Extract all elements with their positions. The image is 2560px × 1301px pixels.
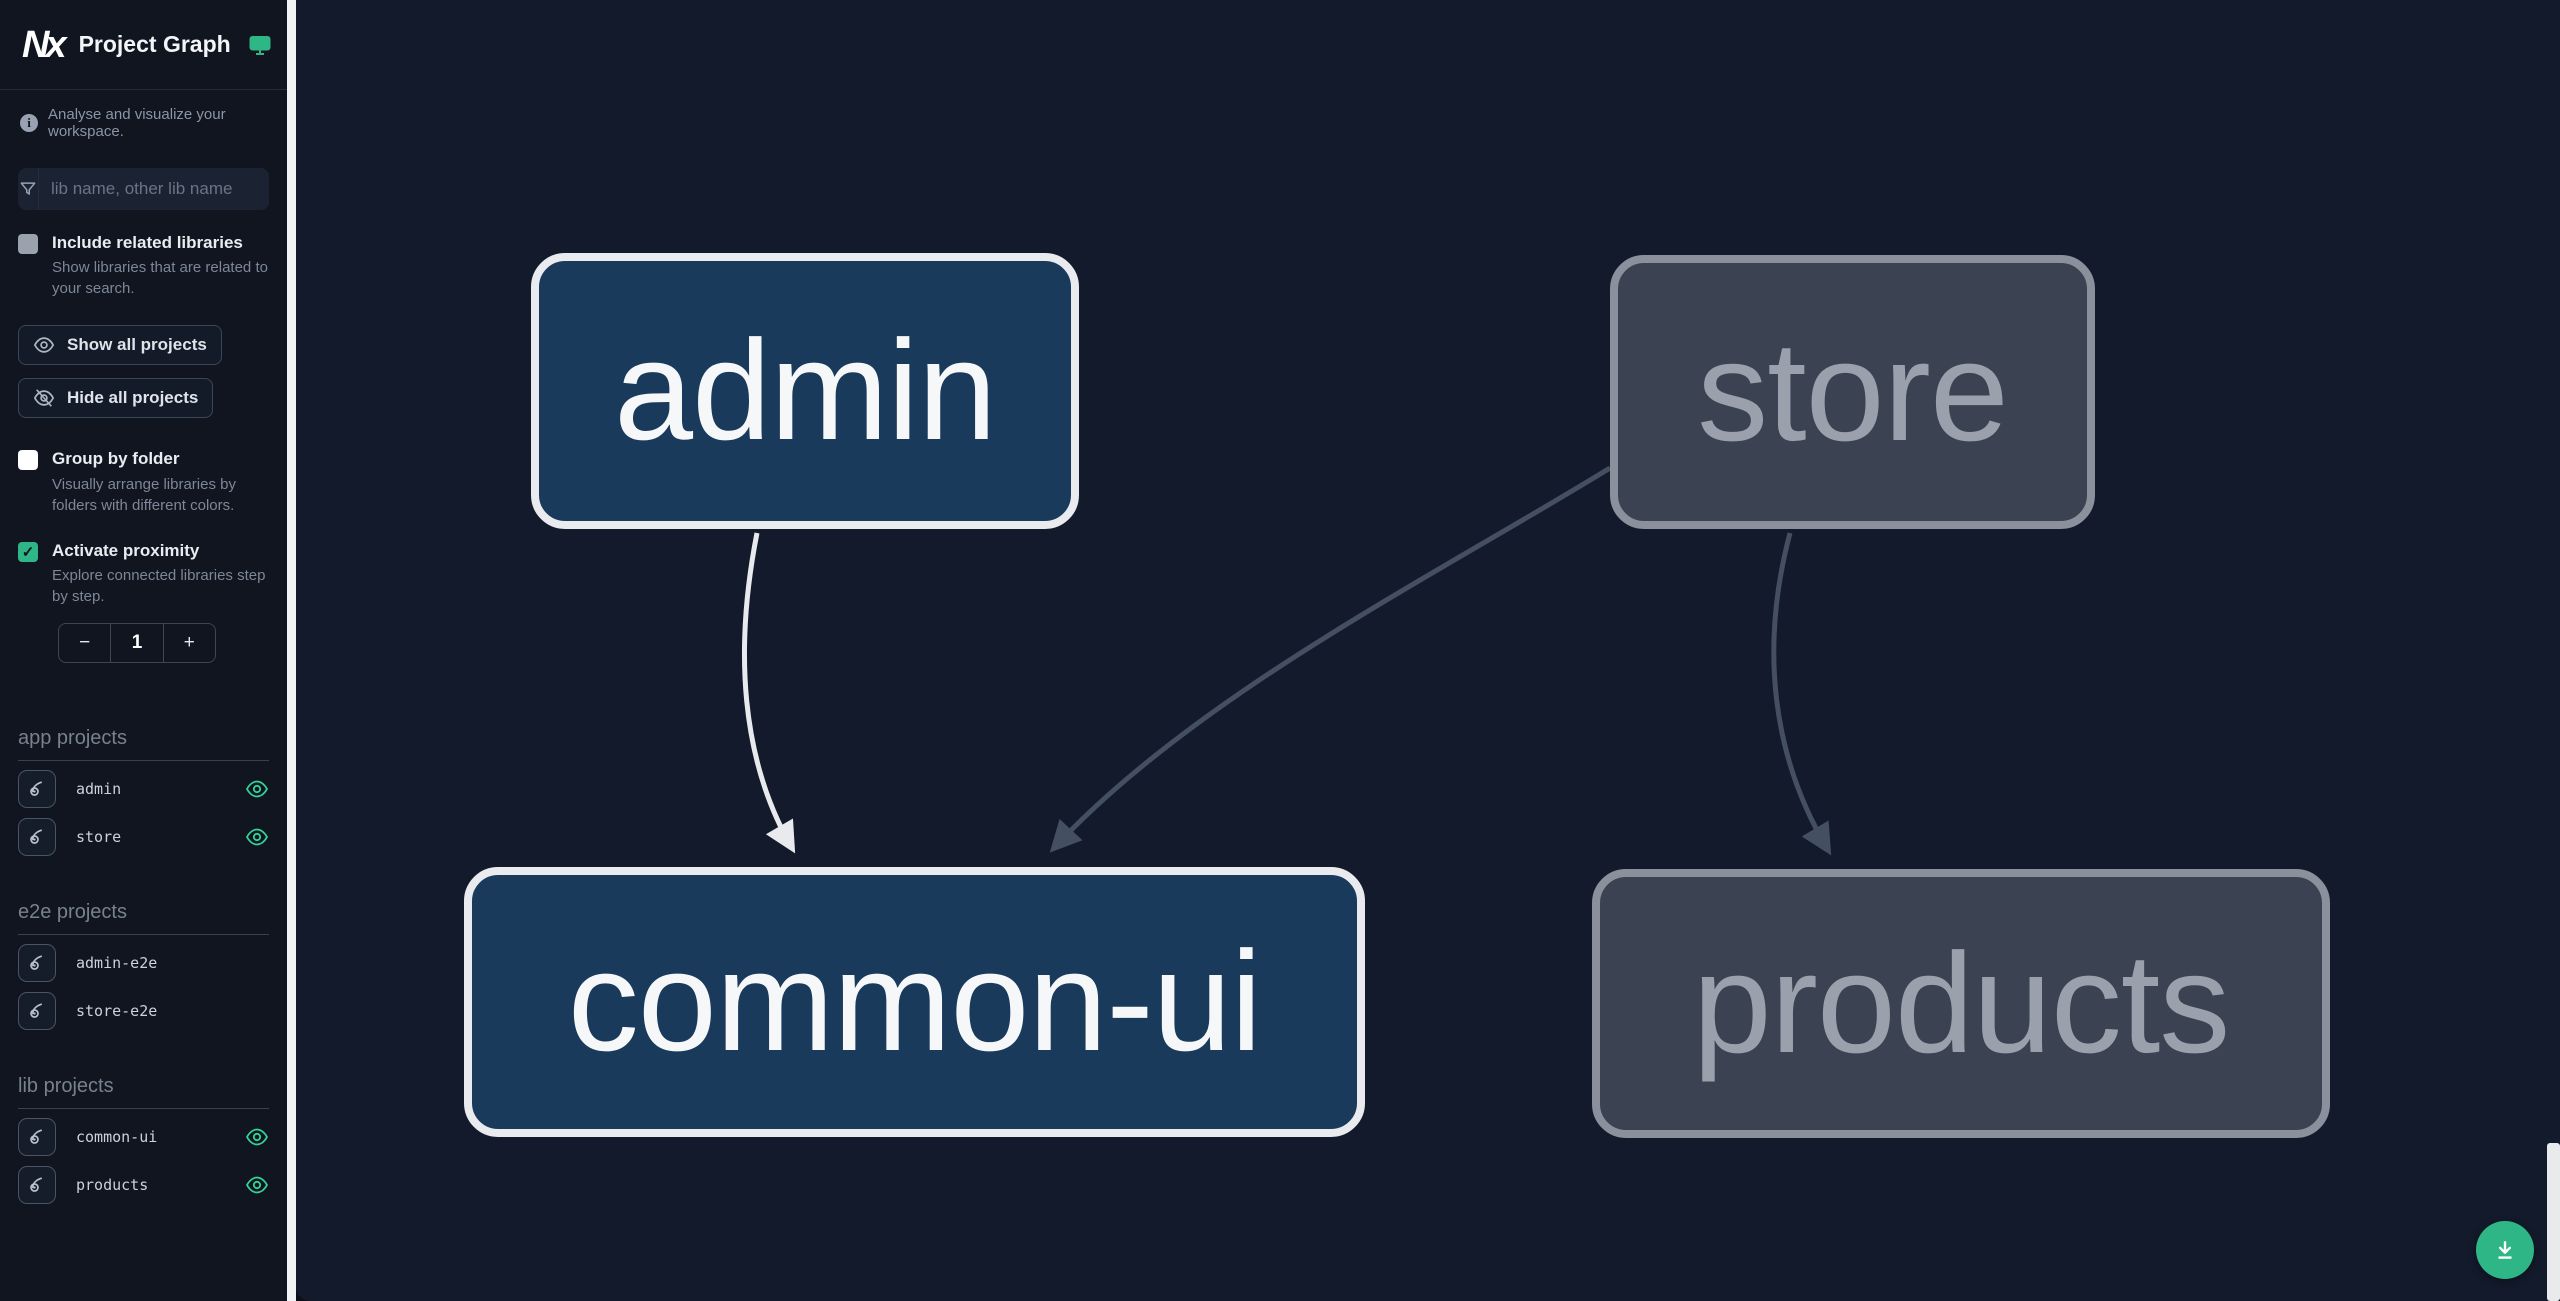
node-label: common-ui — [567, 922, 1262, 1081]
filter-funnel-icon — [18, 168, 39, 210]
section-title: app projects — [18, 727, 269, 761]
download-graph-button[interactable] — [2476, 1221, 2534, 1279]
section-lib-projects: lib projects common-ui — [18, 1075, 269, 1205]
page-title: Project Graph — [78, 31, 231, 57]
project-name: common-ui — [76, 1127, 158, 1146]
section-app-projects: app projects admin — [18, 727, 269, 857]
toggle-label: Group by folder — [52, 449, 180, 469]
activate-proximity-toggle[interactable]: ✓ Activate proximity Explore connected l… — [18, 540, 269, 607]
project-row-store: store — [18, 817, 269, 857]
focus-project-button[interactable] — [18, 817, 56, 856]
button-label: Hide all projects — [67, 388, 199, 408]
project-name: store — [76, 827, 122, 846]
proximity-depth-stepper: − 1 + — [58, 622, 216, 663]
project-name: store-e2e — [76, 1001, 158, 1020]
theme-toggle-button[interactable] — [247, 33, 273, 57]
graph-canvas[interactable]: admin store common-ui products — [296, 0, 2560, 1301]
eye-off-icon — [33, 387, 55, 409]
stepper-value: 1 — [110, 623, 164, 662]
project-row-store-e2e: store-e2e — [18, 991, 269, 1031]
include-related-toggle[interactable]: Include related libraries Show libraries… — [18, 232, 269, 299]
search-box — [18, 168, 269, 210]
graph-node-products[interactable]: products — [1592, 869, 2330, 1138]
toggle-description: Show libraries that are related to your … — [52, 259, 268, 298]
workspace-tagline: i Analyse and visualize your workspace. — [20, 106, 267, 140]
project-row-common-ui: common-ui — [18, 1117, 269, 1157]
stepper-decrement-button[interactable]: − — [79, 631, 91, 653]
toggle-visibility-eye-icon[interactable] — [245, 777, 269, 801]
edge-admin-to-common-ui — [741, 532, 796, 854]
sidebar: Nx Project Graph i Analyse and visualize… — [0, 0, 287, 1301]
project-name: admin — [76, 779, 122, 798]
focus-project-button[interactable] — [18, 1165, 56, 1204]
project-row-admin-e2e: admin-e2e — [18, 943, 269, 983]
graph-node-admin[interactable]: admin — [531, 253, 1079, 529]
toggle-visibility-eye-icon[interactable] — [245, 1125, 269, 1149]
toggle-visibility-eye-icon[interactable] — [245, 825, 269, 849]
focus-project-button[interactable] — [18, 769, 56, 808]
node-label: admin — [614, 311, 997, 470]
edge-store-to-common-ui — [1049, 465, 1612, 853]
graph-node-store[interactable]: store — [1610, 255, 2095, 529]
activate-proximity-checkbox[interactable]: ✓ — [18, 541, 38, 562]
nx-logo: Nx — [22, 23, 67, 66]
group-by-folder-toggle[interactable]: Group by folder Visually arrange librari… — [18, 448, 269, 515]
toggle-visibility-eye-icon[interactable] — [245, 1173, 269, 1197]
project-row-products: products — [18, 1165, 269, 1205]
vertical-scrollbar-thumb[interactable] — [2547, 1143, 2560, 1301]
node-label: store — [1697, 312, 2009, 471]
focus-project-button[interactable] — [18, 991, 56, 1030]
download-icon — [2492, 1237, 2518, 1263]
edge-store-to-products — [1771, 532, 1832, 856]
focus-project-button[interactable] — [18, 1117, 56, 1156]
project-name: admin-e2e — [76, 953, 158, 972]
section-e2e-projects: e2e projects admin-e2e — [18, 901, 269, 1031]
hide-all-projects-button[interactable]: Hide all projects — [18, 378, 214, 419]
focus-project-button[interactable] — [18, 943, 56, 982]
toggle-description: Visually arrange libraries by folders wi… — [52, 475, 236, 514]
toggle-label: Include related libraries — [52, 233, 243, 252]
info-icon: i — [20, 114, 38, 132]
monitor-icon — [247, 33, 273, 57]
graph-node-common-ui[interactable]: common-ui — [464, 867, 1365, 1137]
graph-edges — [741, 465, 1832, 856]
stepper-increment-button[interactable]: + — [183, 631, 195, 653]
project-row-admin: admin — [18, 769, 269, 809]
toggle-description: Explore connected libraries step by step… — [52, 566, 266, 605]
include-related-checkbox[interactable] — [18, 234, 38, 254]
section-title: lib projects — [18, 1075, 269, 1109]
tagline-text: Analyse and visualize your workspace. — [48, 106, 226, 140]
sidebar-canvas-divider — [287, 0, 296, 1301]
button-label: Show all projects — [67, 335, 207, 355]
eye-icon — [33, 334, 55, 356]
node-label: products — [1692, 923, 2231, 1083]
group-by-folder-checkbox[interactable] — [18, 450, 38, 471]
show-all-projects-button[interactable]: Show all projects — [18, 325, 222, 366]
search-input[interactable] — [39, 168, 269, 210]
toggle-label: Activate proximity — [52, 540, 200, 560]
project-name: products — [76, 1175, 149, 1194]
sidebar-header: Nx Project Graph — [0, 0, 287, 90]
section-title: e2e projects — [18, 901, 269, 935]
